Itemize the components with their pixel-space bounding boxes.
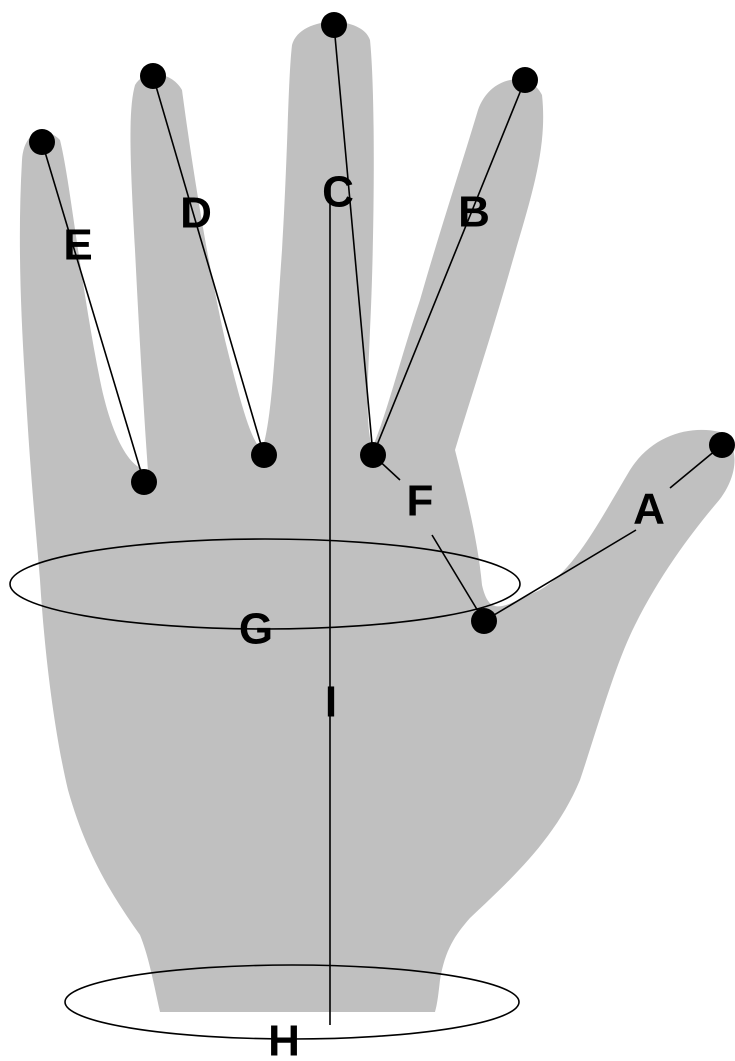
index-tip-dot bbox=[512, 67, 538, 93]
label-a: A bbox=[633, 485, 665, 534]
label-c: C bbox=[322, 168, 354, 217]
thumb-tip-dot bbox=[709, 432, 735, 458]
label-i: I bbox=[325, 678, 337, 727]
label-b: B bbox=[458, 188, 490, 237]
ring-base-dot bbox=[251, 442, 277, 468]
index-base-dot bbox=[360, 442, 386, 468]
thumb-base-dot bbox=[471, 608, 497, 634]
middle-tip-dot bbox=[321, 12, 347, 38]
label-d: D bbox=[180, 189, 212, 238]
label-h: H bbox=[268, 1017, 300, 1061]
pinky-tip-dot bbox=[29, 129, 55, 155]
ring-tip-dot bbox=[140, 63, 166, 89]
label-e: E bbox=[63, 221, 92, 270]
label-f: F bbox=[407, 477, 434, 526]
hand-silhouette bbox=[20, 22, 735, 1012]
pinky-base-dot bbox=[131, 469, 157, 495]
label-g: G bbox=[239, 605, 273, 654]
